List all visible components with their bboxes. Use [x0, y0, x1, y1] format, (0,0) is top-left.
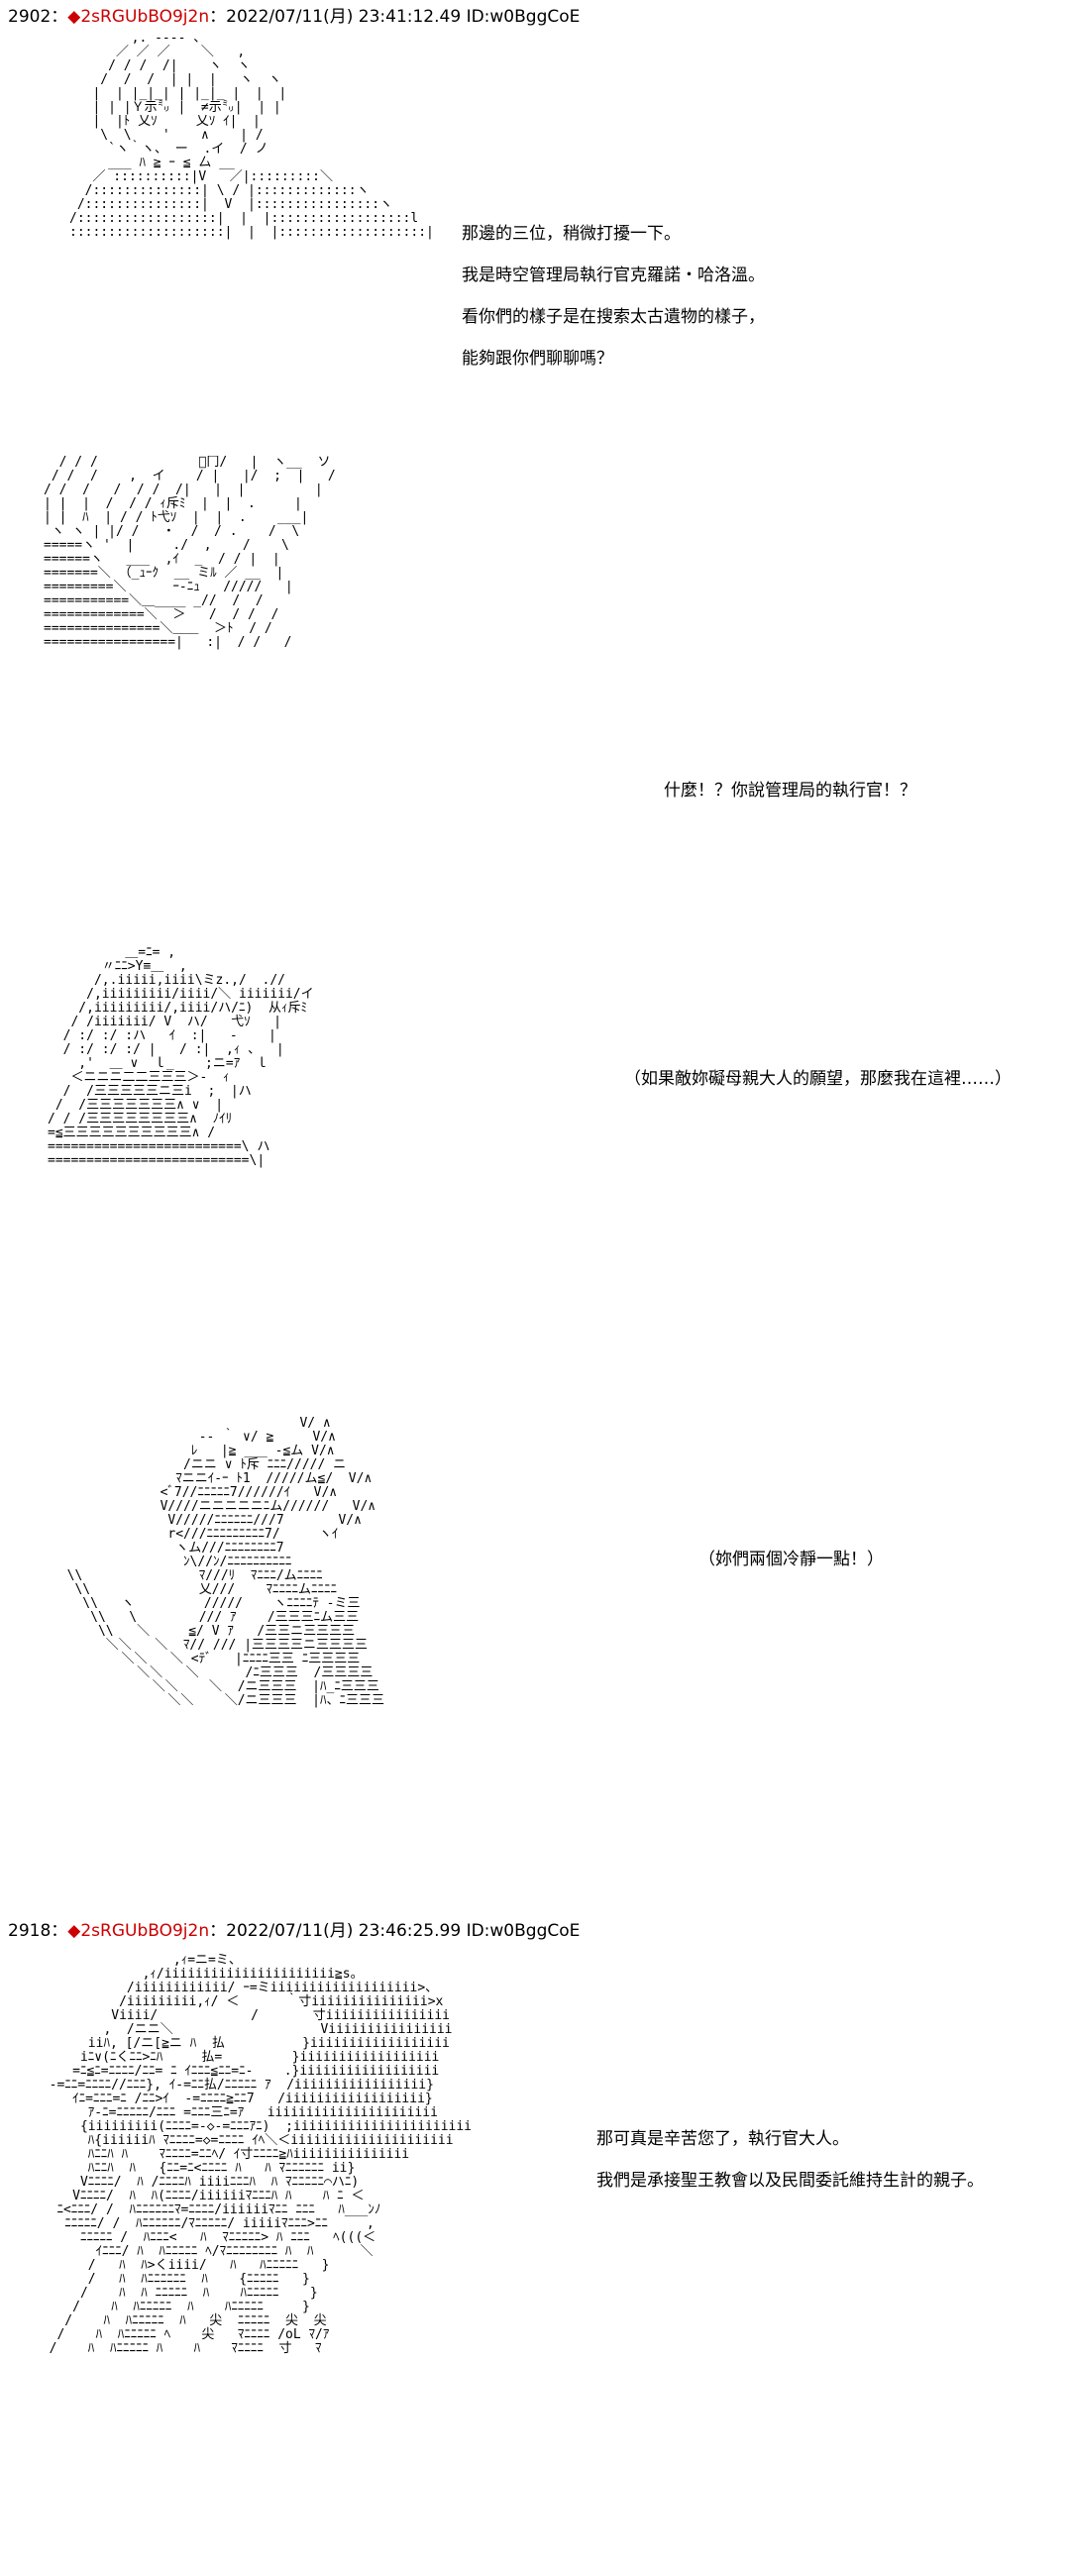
trip-code[interactable]: 2sRGUbBO9j2n	[80, 1921, 210, 1941]
ascii-art-character: ,ｨ=ニ=ミ、 ,ｨ/iiiiiiiiiiiiiiiiiiiiii≧s。 /ii…	[49, 1954, 473, 2356]
dialogue-line: 看你們的樣子是在搜索太古遺物的樣子，	[462, 307, 765, 327]
dialogue-line: 我是時空管理局執行官克羅諾・哈洛溫。	[462, 266, 765, 285]
ascii-art-character: ＿=ﾆ= , 〃ﾆﾆ>Y≡＿ , /,.iiiii,iiii\ミz.,/ .//…	[48, 946, 314, 1168]
ascii-art-character: / / / ﾞ冂/ | ヽ__ ソ / / / , イ / | |/ ; | /…	[44, 456, 336, 650]
trip-diamond-icon: ◆	[67, 7, 81, 27]
post-number: 2902	[8, 7, 52, 27]
post-header: 2918：◆2sRGUbBO9j2n：2022/07/11(月) 23:46:2…	[8, 1920, 580, 1942]
dialogue-block: 那邊的三位，稍微打擾一下。 我是時空管理局執行官克羅諾・哈洛溫。 看你們的樣子是…	[462, 223, 765, 389]
trip-code[interactable]: 2sRGUbBO9j2n	[80, 7, 210, 27]
dialogue-line: 能夠跟你們聊聊嗎？	[462, 349, 613, 369]
ascii-art-character: ,. ---- 、 ／ ／ ／ ＼ , / / / /| ヽ ヽ / / / |…	[69, 32, 434, 240]
dialogue-line: 什麼！？你說管理局的執行官！？	[664, 781, 916, 801]
dialogue-line: 那可真是辛苦您了，執行官大人。	[596, 2129, 849, 2149]
dialogue-block: （如果敵妳礙母親大人的願望，那麼我在這裡……）	[624, 1068, 1012, 1110]
post-number: 2918	[8, 1921, 52, 1941]
post-meta: ：2022/07/11(月) 23:46:25.99 ID:w0BggCoE	[209, 1921, 581, 1941]
dialogue-line: （如果敵妳礙母親大人的願望，那麼我在這裡……）	[624, 1069, 1012, 1089]
ascii-art-character: V/ ∧ -‐ ｀ ∨/ ≧ V/∧ ﾚ |≧ ___ -≦ム V/∧ /ニニ …	[66, 1417, 385, 1708]
dialogue-block: 什麼！？你說管理局的執行官！？	[664, 780, 916, 821]
dialogue-block: 那可真是辛苦您了，執行官大人。 我們是承接聖王教會以及民間委託維持生計的親子。	[596, 2128, 984, 2211]
post-separator: ：	[51, 7, 68, 27]
dialogue-line: 那邊的三位，稍微打擾一下。	[462, 224, 681, 244]
dialogue-line: （妳們兩個冷靜一點！）	[698, 1550, 884, 1569]
trip-diamond-icon: ◆	[67, 1921, 81, 1941]
dialogue-block: （妳們兩個冷靜一點！）	[698, 1549, 884, 1590]
post-header: 2902：◆2sRGUbBO9j2n：2022/07/11(月) 23:41:1…	[8, 6, 580, 28]
post-meta: ：2022/07/11(月) 23:41:12.49 ID:w0BggCoE	[209, 7, 581, 27]
dialogue-line: 我們是承接聖王教會以及民間委託維持生計的親子。	[596, 2171, 984, 2191]
post-separator: ：	[51, 1921, 68, 1941]
